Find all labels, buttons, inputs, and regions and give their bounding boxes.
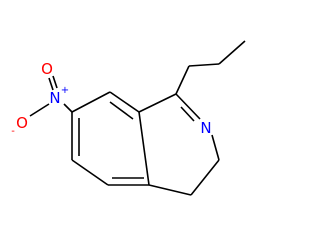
bond-nitro-o-top-a [48,77,54,91]
charge-label-o-minus: - [11,126,15,137]
bond-nitro-o-left [29,103,50,117]
bond-ethyl-ch3 [218,40,246,65]
chemical-structure: N N + O O - [11,40,246,196]
bond-c7-nitro [63,103,73,113]
bond-ethyl-ch2 [188,63,220,67]
atom-label-o-left: O [16,114,28,132]
atom-label-n-ring: N [200,119,211,137]
bond-c8a-c8-inner [109,101,134,120]
bond-nitro-o-top-b [52,75,58,89]
bond-c1-ethyl [175,65,190,95]
bond-c4a-c8a [138,111,150,186]
atom-label-o-top: O [41,60,53,78]
bond-c8a-c1 [138,93,177,113]
bond-c3-c4 [190,159,220,196]
bond-c4-c4a [148,184,192,196]
bond-c1-n2-single [175,93,201,120]
charge-label-n-plus: + [61,85,69,96]
atom-label-n-nitro: N [49,89,60,107]
bond-n2-c3 [211,134,220,161]
bond-c8a-c8 [109,91,140,113]
bond-c6-c5 [71,159,109,186]
bond-c1-n2-double [180,106,195,122]
bond-c8-c7 [71,91,111,113]
